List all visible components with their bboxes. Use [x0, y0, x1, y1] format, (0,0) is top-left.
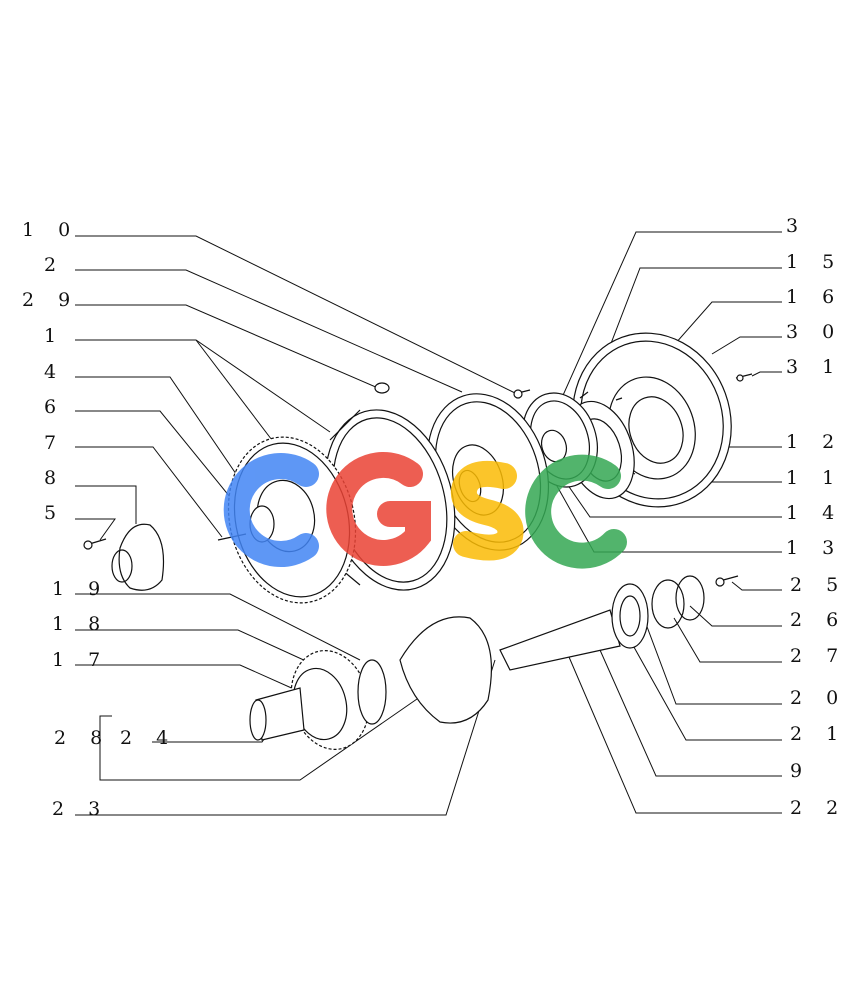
label-1: 1	[44, 325, 66, 347]
label-8: 8	[44, 467, 66, 489]
label-19: 1 9	[52, 578, 110, 600]
leader-19	[75, 593, 361, 661]
leader-29	[75, 304, 379, 389]
leader-20	[645, 623, 782, 705]
leader-1b	[195, 339, 279, 449]
leader-18	[75, 629, 331, 673]
label-18: 1 8	[52, 613, 110, 635]
leader-21	[629, 639, 782, 741]
label-29: 2 9	[22, 289, 80, 311]
label-31: 3 1	[786, 356, 844, 378]
leader-5	[75, 518, 116, 541]
label-16: 1 6	[786, 286, 844, 308]
leader-28	[100, 689, 431, 781]
label-2: 2	[44, 254, 66, 276]
label-24: 2 4	[120, 727, 178, 749]
lower-shaft-assembly	[249, 575, 705, 750]
label-14: 1 4	[786, 502, 844, 524]
leader-7	[75, 446, 223, 538]
label-28: 2 8	[54, 727, 112, 749]
bolts	[83, 373, 753, 587]
label-26: 2 6	[790, 609, 848, 631]
leader-17	[75, 664, 297, 691]
leader-2	[75, 269, 463, 393]
label-3: 3	[786, 215, 808, 237]
leader-10	[75, 235, 516, 394]
leader-8	[75, 485, 137, 524]
leader-3	[559, 231, 782, 403]
leader-25	[731, 581, 782, 591]
label-7: 7	[44, 432, 66, 454]
leader-lines-right	[547, 231, 782, 814]
label-23: 2 3	[52, 798, 110, 820]
label-6: 6	[44, 396, 66, 418]
label-30: 3 0	[786, 321, 844, 343]
label-20: 2 0	[790, 687, 848, 709]
label-21: 2 1	[790, 723, 848, 745]
leader-6	[75, 410, 253, 525]
leader-9	[599, 649, 782, 777]
leader-30	[711, 336, 782, 355]
label-4: 4	[44, 361, 66, 383]
label-25: 2 5	[790, 574, 848, 596]
label-13: 1 3	[786, 537, 844, 559]
label-27: 2 7	[790, 645, 848, 667]
label-12: 1 2	[786, 431, 844, 453]
leader-31	[751, 371, 782, 377]
leader-1a	[75, 339, 331, 433]
leader-27	[673, 617, 782, 663]
flange-8	[111, 523, 165, 591]
label-22: 2 2	[790, 797, 848, 819]
label-11: 1 1	[786, 467, 844, 489]
label-5: 5	[44, 502, 66, 524]
leader-22	[565, 649, 782, 814]
leader-26	[689, 605, 782, 627]
label-17: 1 7	[52, 649, 110, 671]
label-10: 1 0	[22, 219, 80, 241]
label-15: 1 5	[786, 251, 844, 273]
label-9: 9	[790, 760, 812, 782]
